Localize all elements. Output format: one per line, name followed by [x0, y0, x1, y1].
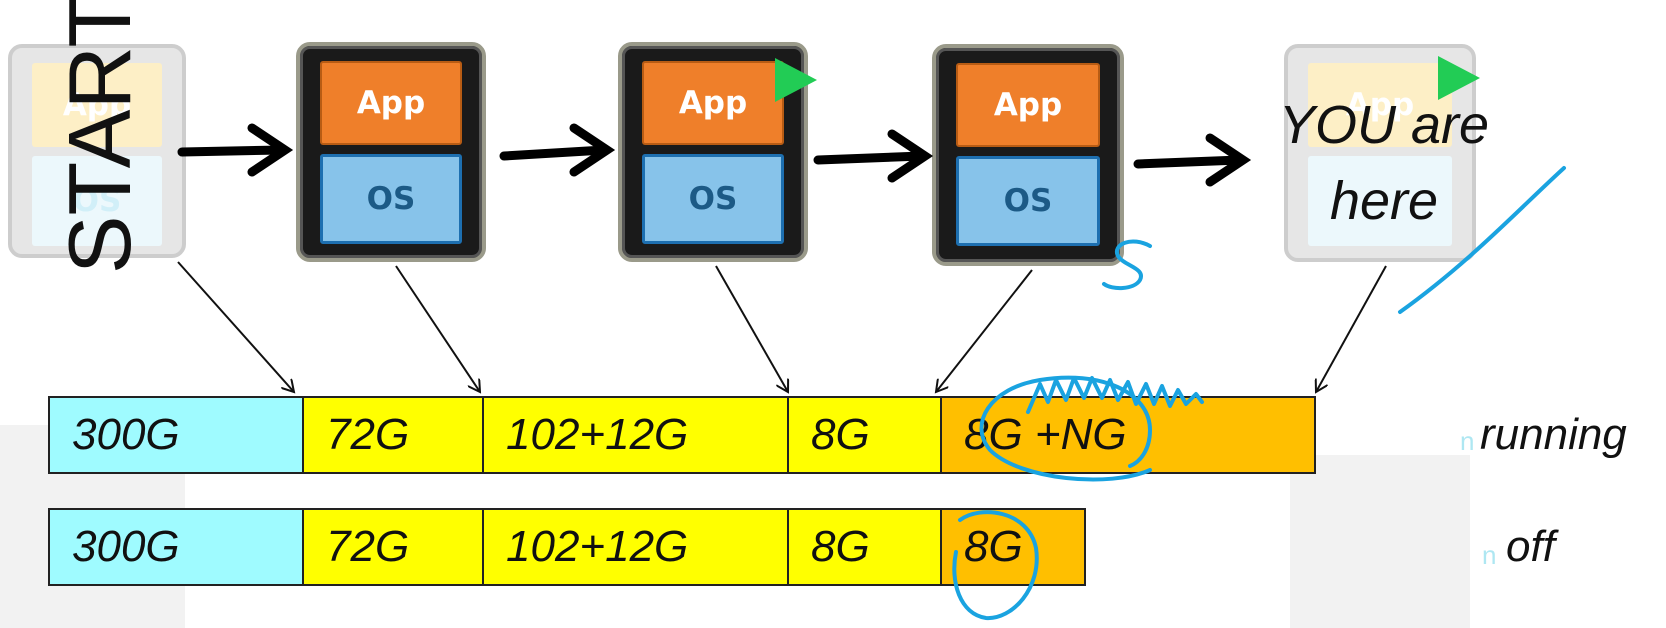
app-layer: App — [1308, 63, 1452, 147]
app-layer: App — [642, 61, 784, 145]
play-marker-icon — [775, 58, 817, 102]
app-layer: App — [320, 61, 462, 145]
os-layer — [1308, 156, 1452, 246]
vm-start: App OS — [8, 44, 186, 258]
off-label: off — [1506, 522, 1555, 571]
disk-segment: 72G — [302, 508, 484, 586]
disk-chain-running: 300G 72G 102+12G 8G 8G +NG — [48, 396, 1316, 474]
you-are-here-line1: YOU are — [1278, 95, 1490, 155]
ink-check-stroke — [1398, 166, 1566, 314]
you-are-here-line2: here — [1329, 170, 1439, 231]
ink-circle-off — [952, 510, 1039, 621]
vm-snapshot-1: App OS — [296, 42, 486, 262]
pointer-arrow — [936, 269, 1033, 392]
bullet-icon: n — [1482, 540, 1497, 570]
disk-segment: 8G — [787, 396, 942, 474]
disk-segment-current: 8G — [940, 508, 1086, 586]
ink-s-mark — [1102, 239, 1152, 291]
flow-arrow — [1133, 133, 1252, 187]
ink-scribble — [1026, 376, 1204, 414]
flow-arrow — [813, 129, 934, 183]
disk-segment: 102+12G — [482, 508, 789, 586]
ink-circle-running — [979, 375, 1152, 482]
app-layer: App — [32, 63, 162, 147]
pointer-arrow — [715, 265, 788, 392]
play-marker-icon — [1438, 56, 1480, 100]
bullet-icon: n — [1460, 426, 1475, 456]
vm-snapshot-3: App OS — [932, 44, 1124, 266]
os-layer: OS — [32, 156, 162, 246]
flow-arrow — [499, 123, 616, 177]
disk-chain-off: 300G 72G 102+12G 8G 8G — [48, 508, 1086, 586]
you-are-here-label: YOU are here — [1264, 88, 1504, 239]
app-layer: App — [956, 63, 1100, 147]
running-label: running — [1480, 410, 1627, 459]
vm-current: App — [1284, 44, 1476, 262]
flow-arrow — [177, 123, 294, 177]
disk-segment: 72G — [302, 396, 484, 474]
pointer-arrow — [177, 261, 294, 392]
disk-segment: 300G — [48, 508, 304, 586]
os-layer: OS — [320, 154, 462, 244]
pointer-arrow — [1316, 265, 1387, 392]
os-layer: OS — [956, 156, 1100, 246]
background-panel-right — [1290, 455, 1470, 628]
os-layer: OS — [642, 154, 784, 244]
pointer-arrow — [395, 265, 480, 392]
disk-segment: 8G — [787, 508, 942, 586]
disk-segment: 300G — [48, 396, 304, 474]
disk-segment: 102+12G — [482, 396, 789, 474]
